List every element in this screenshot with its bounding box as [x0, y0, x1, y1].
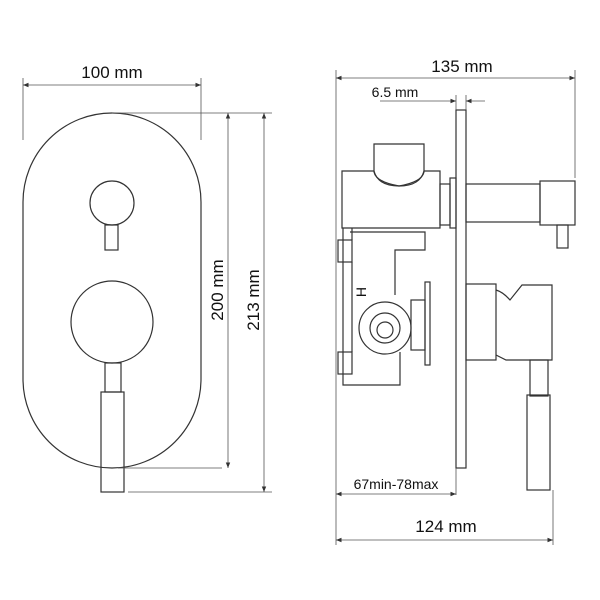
mount-clip-lower [337, 351, 353, 375]
wall-plate [455, 109, 467, 469]
mixer-lever-head [495, 284, 553, 361]
diverter-spout-rod [465, 183, 541, 223]
valve-cartridge [358, 301, 412, 355]
plate-thickness-label: 6.5 mm [372, 84, 419, 100]
width-label: 100 mm [81, 63, 142, 82]
diverter-stem [104, 224, 119, 251]
mixer-body [465, 283, 497, 361]
diverter-body [341, 170, 441, 229]
side-view: H 135 mm 6.5 mm 67min-78max 124 mm [335, 57, 576, 545]
mount-clip-upper [337, 239, 353, 263]
mixer-knob [70, 280, 154, 364]
plate-height-label: 200 mm [208, 259, 227, 320]
hot-marking: H [353, 287, 369, 297]
total-height-label: 213 mm [244, 269, 263, 330]
diverter-knob [89, 180, 135, 226]
front-view: 100 mm 200 mm 213 mm [22, 63, 272, 493]
lever-stem [104, 362, 122, 393]
body-depth-label: 124 mm [415, 517, 476, 536]
depth-label: 135 mm [431, 57, 492, 76]
wall-depth-label: 67min-78max [354, 476, 439, 492]
mixer-lever-handle [526, 394, 551, 491]
lever-handle [100, 391, 125, 493]
cover-plate [22, 112, 202, 469]
